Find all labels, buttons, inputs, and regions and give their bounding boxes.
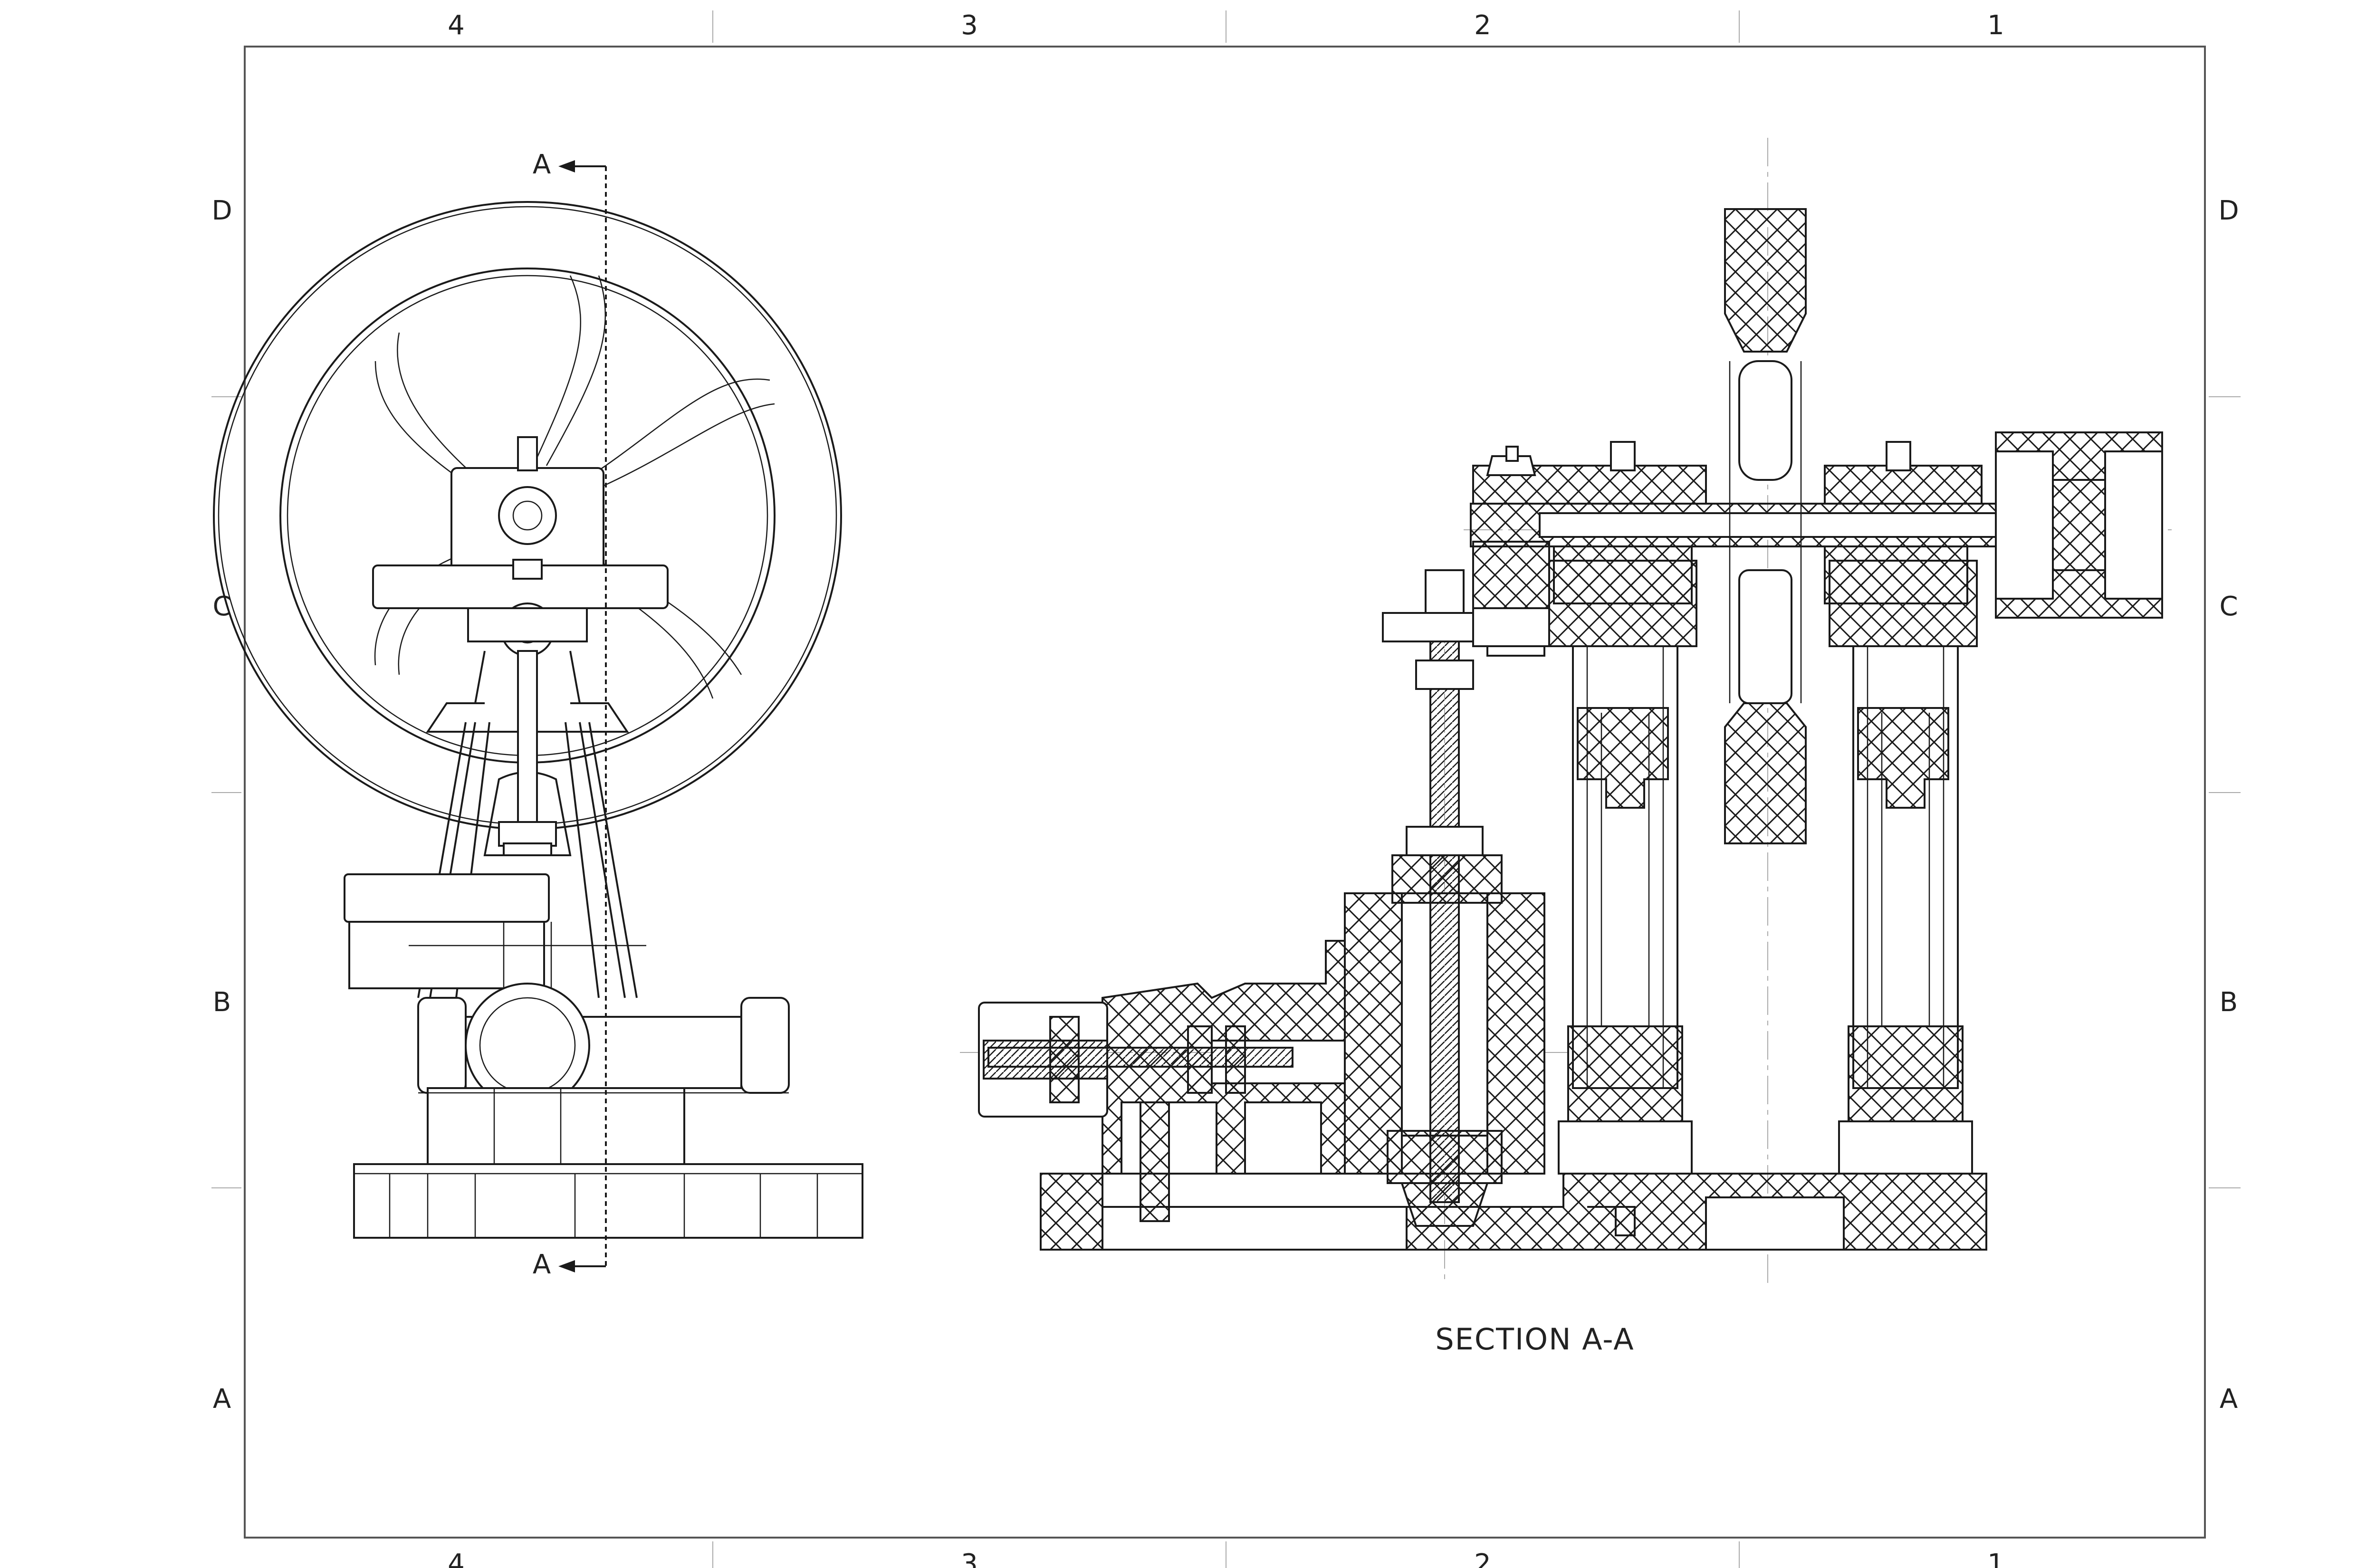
section-view <box>960 138 2172 1283</box>
section-caption: SECTION A-A <box>1435 1322 1634 1357</box>
zone-col-bottom-3: 3 <box>961 1549 978 1568</box>
front-view <box>213 160 863 1272</box>
cut-label-bottom: A <box>533 1249 551 1280</box>
zone-col-bottom-2: 2 <box>1474 1549 1491 1568</box>
cut-arrow-bottom <box>558 1260 575 1272</box>
sheet-border <box>244 46 2206 1539</box>
zone-col-top-3: 3 <box>961 10 978 41</box>
zone-col-bottom-4: 4 <box>448 1549 465 1568</box>
zone-row-left-D: D <box>211 195 232 226</box>
cut-label-top: A <box>533 149 551 180</box>
zone-row-right-A: A <box>2220 1384 2238 1415</box>
zone-col-top-4: 4 <box>448 10 465 41</box>
zone-row-right-C: C <box>2219 591 2238 622</box>
zone-row-right-D: D <box>2218 195 2239 226</box>
zone-col-top-1: 1 <box>1987 10 2004 41</box>
zone-col-bottom-1: 1 <box>1987 1549 2004 1568</box>
zone-row-right-B: B <box>2220 987 2238 1018</box>
zone-row-left-C: C <box>212 591 231 622</box>
zone-row-left-A: A <box>213 1384 231 1415</box>
zone-row-left-B: B <box>213 987 231 1018</box>
zone-ticks <box>211 10 2241 1568</box>
cut-arrow-top <box>558 160 575 172</box>
zone-col-top-2: 2 <box>1474 10 1491 41</box>
